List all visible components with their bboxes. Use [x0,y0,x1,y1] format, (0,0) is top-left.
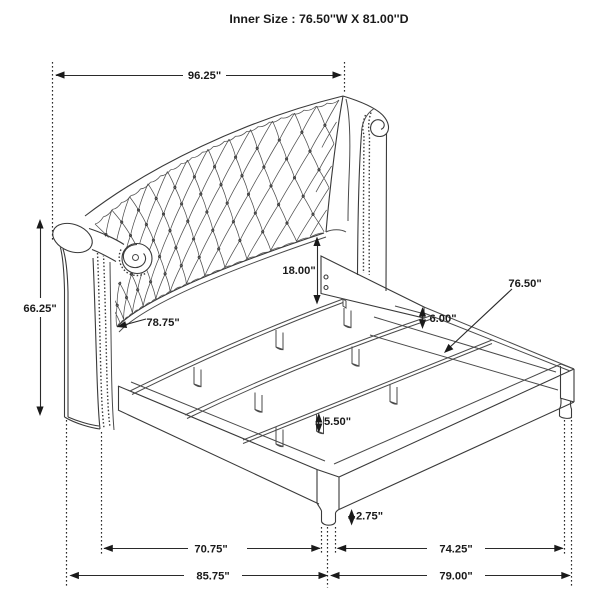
svg-text:6.00": 6.00" [429,313,456,325]
svg-text:18.00": 18.00" [282,265,315,277]
svg-text:2.75": 2.75" [356,511,383,523]
svg-text:85.75": 85.75" [196,571,229,583]
svg-text:Inner Size : 76.50''W X 81.00': Inner Size : 76.50''W X 81.00''D [229,12,408,26]
svg-text:79.00": 79.00" [439,571,472,583]
svg-text:74.25": 74.25" [439,544,472,556]
svg-text:66.25": 66.25" [23,303,56,315]
svg-text:76.50": 76.50" [508,278,541,290]
svg-text:5.50": 5.50" [324,416,351,428]
svg-text:96.25": 96.25" [188,70,221,82]
svg-text:70.75": 70.75" [194,543,227,555]
svg-text:78.75": 78.75" [146,317,179,329]
